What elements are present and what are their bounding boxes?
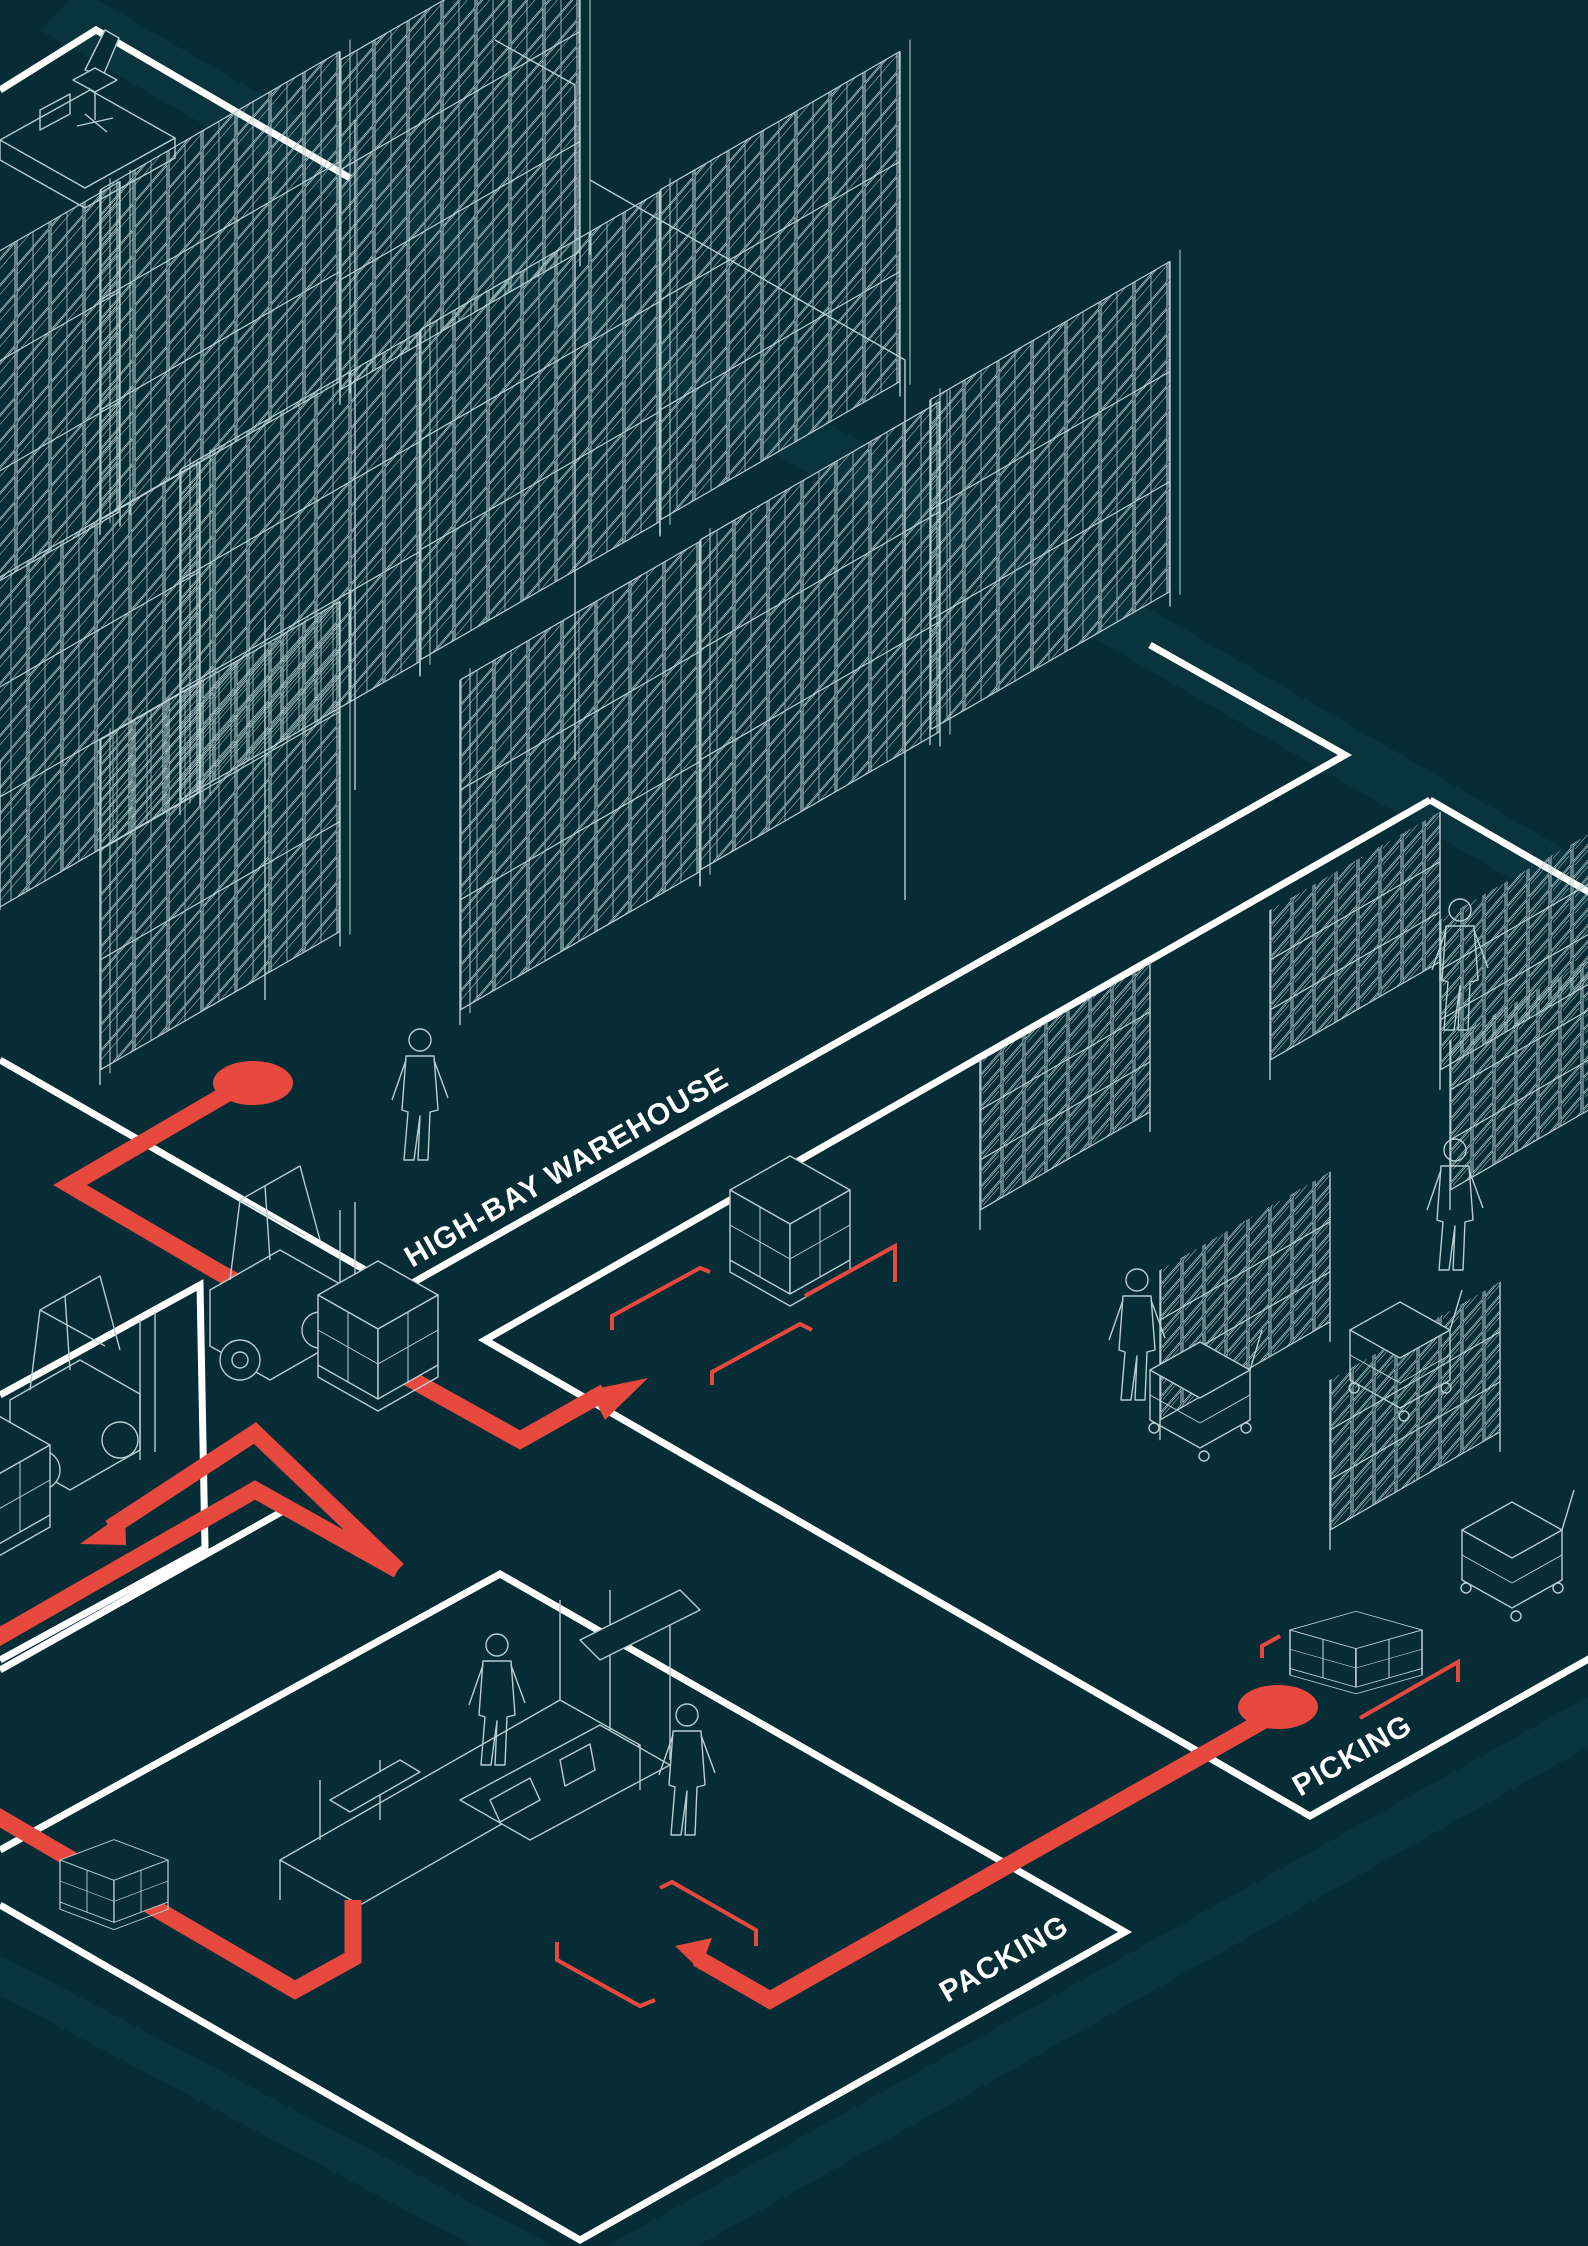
picking-shelving [980, 812, 1588, 1550]
high-bay-racks [0, 0, 1180, 1085]
high-bay-zone-label: HIGH-BAY WAREHOUSE [399, 1061, 734, 1274]
flow-start-marker [1238, 1685, 1318, 1729]
outbound-flow-path [0, 1812, 353, 1990]
pallet-icon [1290, 1611, 1422, 1694]
flow-arrow-icon [80, 1512, 126, 1545]
flow-start-marker [213, 1061, 293, 1105]
worker-icon [1109, 1269, 1165, 1400]
pallet-icon [730, 1156, 850, 1306]
worker-icon [392, 1029, 448, 1160]
cart-icon [1461, 1490, 1574, 1621]
packing-zone-label: PACKING [934, 1909, 1074, 2009]
inbound-flow-path [70, 1083, 605, 1440]
worker-icon [659, 1704, 715, 1835]
packing-station [280, 1590, 700, 1950]
